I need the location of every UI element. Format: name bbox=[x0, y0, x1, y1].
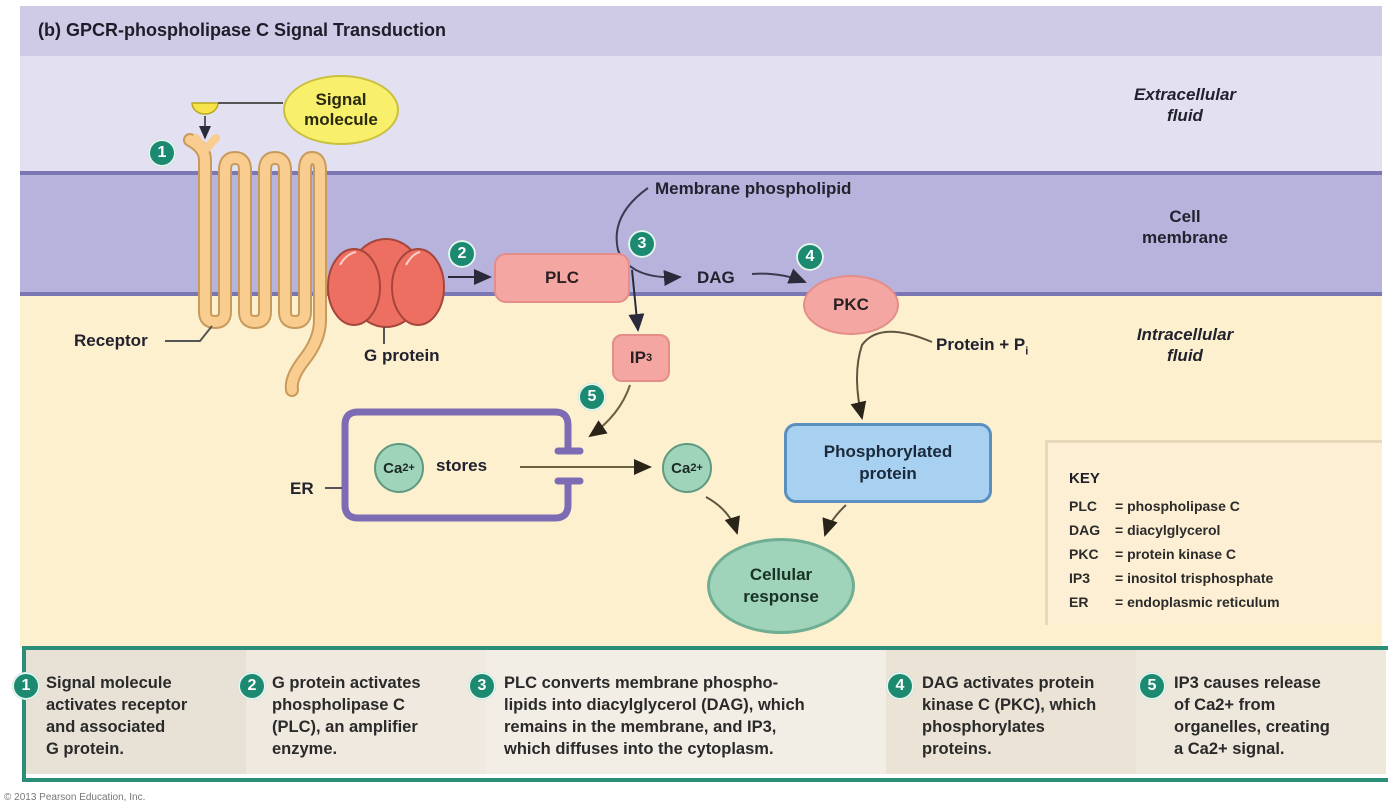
step-badge-3: 3 bbox=[628, 230, 656, 258]
step-descriptions: 1 Signal molecule activates receptor and… bbox=[12, 646, 1388, 782]
key-legend: KEY PLC= phospholipase C DAG= diacylglyc… bbox=[1045, 440, 1382, 625]
arrow-pkc-to-phos bbox=[850, 330, 933, 420]
er-label: ER bbox=[290, 479, 314, 498]
arrow-phos-to-response bbox=[822, 504, 847, 537]
step-4-text: DAG activates protein kinase C (PKC), wh… bbox=[922, 674, 1097, 758]
step-1-text: Signal molecule activates receptor and a… bbox=[46, 674, 188, 758]
arrow-ip3-to-er bbox=[588, 384, 631, 438]
step-2-bg bbox=[246, 650, 486, 774]
dag-label: DAG bbox=[697, 268, 735, 287]
key-row: PKC= protein kinase C bbox=[1069, 546, 1236, 562]
step-badge-4: 4 bbox=[796, 243, 824, 271]
phosphorylated-protein-node: Phosphorylated protein bbox=[784, 423, 992, 503]
g-protein-label: G protein bbox=[364, 346, 440, 365]
key-row: DAG= diacylglycerol bbox=[1069, 522, 1221, 538]
intracellular-label: Intracellular fluid bbox=[1136, 325, 1234, 365]
stores-label: stores bbox=[436, 456, 488, 475]
step-badge-1: 1 bbox=[148, 139, 176, 167]
arrow-to-ip3 bbox=[628, 269, 645, 332]
step-3-bg bbox=[486, 650, 886, 774]
g-protein-shape bbox=[327, 238, 445, 328]
membrane-label: Cell membrane bbox=[1142, 207, 1228, 247]
diagram-title: (b) GPCR-phospholipase C Signal Transduc… bbox=[38, 20, 447, 40]
step-3: 3 PLC converts membrane phospho- lipids … bbox=[466, 650, 886, 778]
step-2: 2 G protein activates phospholipase C (P… bbox=[230, 650, 470, 778]
header-band bbox=[20, 6, 1382, 56]
step-4: 4 DAG activates protein kinase C (PKC), … bbox=[884, 650, 1134, 778]
key-row: PLC= phospholipase C bbox=[1069, 498, 1240, 514]
arrow-ca-to-response bbox=[705, 496, 740, 535]
step-3-badge: 3 bbox=[468, 672, 496, 700]
extracellular-label: Extracellular fluid bbox=[1133, 85, 1237, 125]
step-badge-5: 5 bbox=[578, 383, 606, 411]
step-4-bg bbox=[886, 650, 1136, 774]
key-title: KEY bbox=[1069, 470, 1100, 487]
cellular-response-node: Cellular response bbox=[707, 538, 855, 634]
step-1-bg bbox=[26, 650, 246, 774]
signal-molecule: Signal molecule bbox=[283, 75, 399, 145]
key-row: ER= endoplasmic reticulum bbox=[1069, 594, 1280, 610]
step-5: 5 IP3 causes release of Ca2+ from organe… bbox=[1132, 650, 1382, 778]
step-5-badge: 5 bbox=[1138, 672, 1166, 700]
step-5-bg bbox=[1136, 650, 1386, 774]
plc-node: PLC bbox=[494, 253, 630, 303]
step-badge-2: 2 bbox=[448, 240, 476, 268]
step-1-badge: 1 bbox=[12, 672, 40, 700]
arrow-phospholipid-curve bbox=[615, 187, 682, 286]
receptor-leader-line bbox=[165, 325, 213, 342]
key-row: IP3= inositol trisphosphate bbox=[1069, 570, 1274, 586]
step-1: 1 Signal molecule activates receptor and… bbox=[12, 650, 246, 778]
step-4-badge: 4 bbox=[886, 672, 914, 700]
receptor-label: Receptor bbox=[74, 331, 148, 350]
arrow-dag-to-pkc bbox=[751, 268, 807, 284]
step-2-text: G protein activates phospholipase C (PLC… bbox=[272, 674, 421, 758]
copyright: © 2013 Pearson Education, Inc. bbox=[4, 792, 146, 803]
step-5-text: IP3 causes release of Ca2+ from organell… bbox=[1174, 674, 1330, 758]
membrane-top-edge bbox=[20, 171, 1382, 175]
pkc-node: PKC bbox=[803, 275, 899, 335]
step-2-badge: 2 bbox=[238, 672, 266, 700]
membrane-phospholipid-label: Membrane phospholipid bbox=[655, 179, 852, 198]
signal-molecule-shape bbox=[191, 102, 219, 115]
er-membrane bbox=[341, 408, 572, 522]
protein-pi-label: Protein + Pi bbox=[936, 335, 1029, 358]
step-3-text: PLC converts membrane phospho- lipids in… bbox=[504, 674, 805, 758]
membrane-bottom-edge bbox=[20, 292, 1382, 296]
